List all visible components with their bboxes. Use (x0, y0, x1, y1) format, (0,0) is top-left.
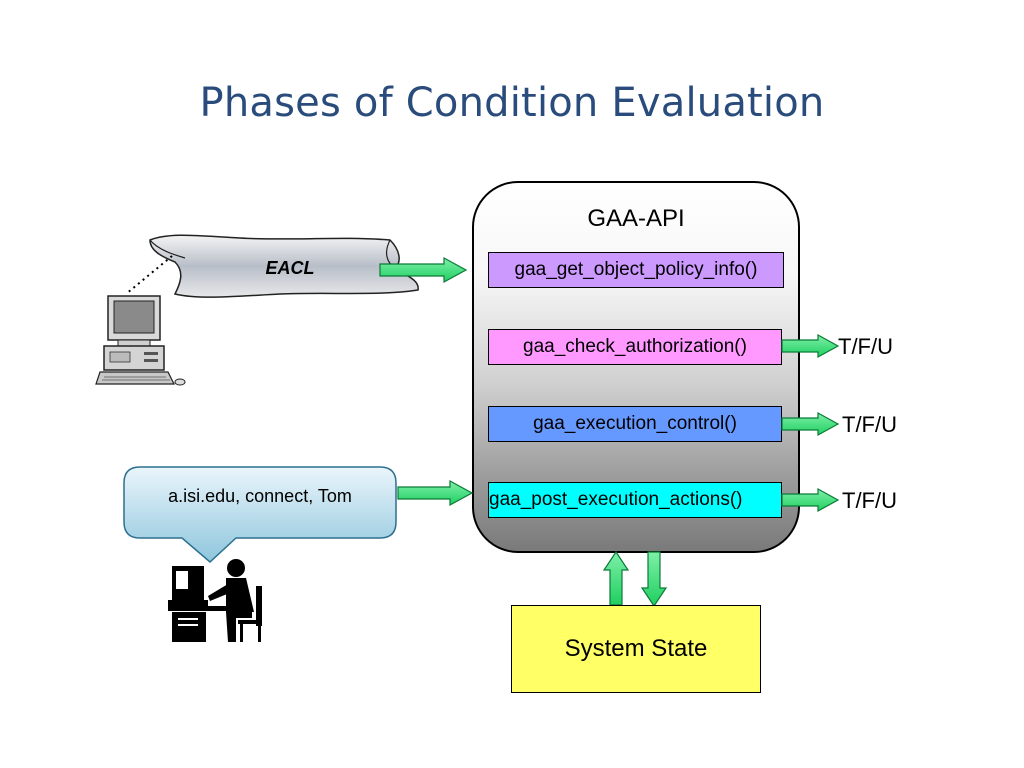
system-state-box: System State (511, 605, 761, 693)
eacl-label: EACL (265, 258, 315, 278)
fn-execution-control: gaa_execution_control() (488, 406, 782, 442)
arrow-state-down (640, 551, 668, 608)
arrow-eacl-to-gaa (379, 256, 468, 284)
result-execution-control: T/F/U (842, 412, 897, 437)
arrow-check-result (781, 333, 840, 359)
fn-post-execution-actions: gaa_post_execution_actions() (488, 482, 782, 518)
arrow-state-up (602, 550, 630, 606)
arrow-request-to-gaa (397, 479, 474, 507)
page-title: Phases of Condition Evaluation (199, 80, 825, 126)
fn-check-authorization: gaa_check_authorization() (488, 329, 782, 365)
result-post-execution-actions: T/F/U (842, 488, 897, 513)
arrow-control-result (781, 411, 840, 437)
fn-get-object-policy-info: gaa_get_object_policy_info() (488, 252, 784, 288)
request-bubble-text: a.isi.edu, connect, Tom (168, 486, 352, 506)
result-check-authorization: T/F/U (838, 334, 893, 359)
arrow-post-result (781, 487, 840, 513)
gaa-api-title: GAA-API (587, 205, 685, 232)
